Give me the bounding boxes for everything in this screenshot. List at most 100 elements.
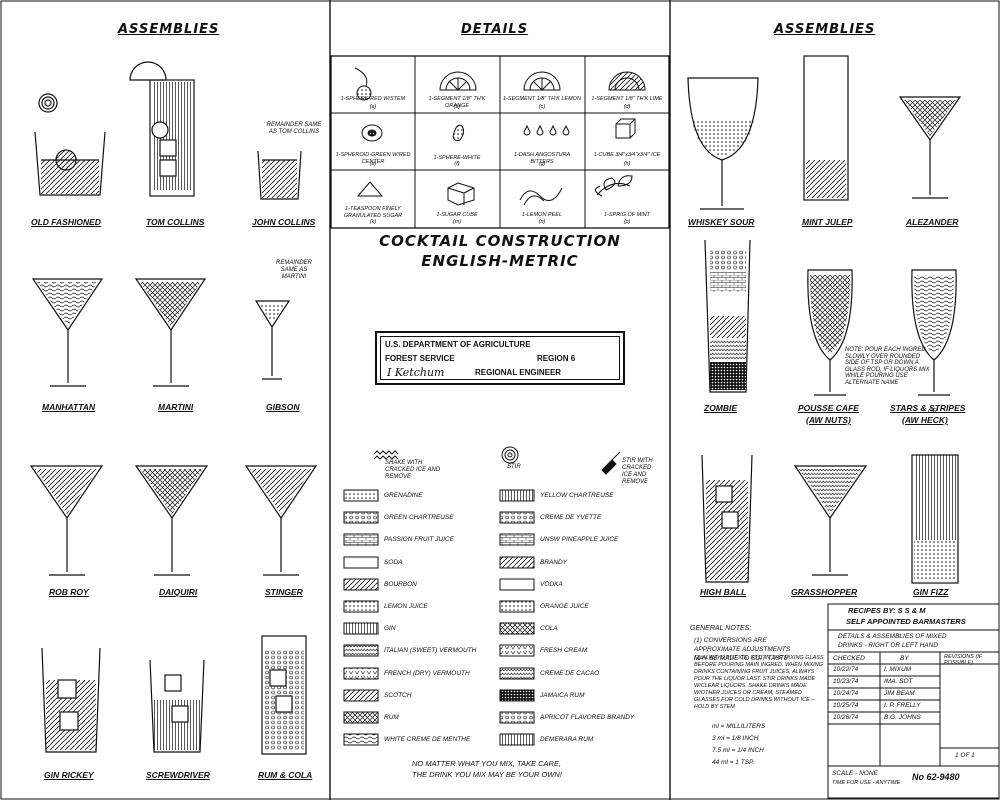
revisions-header: REVISIONS (IF POSSIBLE): [944, 654, 983, 666]
general-note-2: (2) ALWAYS PUT ICE, ETC. IN THE MIXING G…: [694, 655, 824, 710]
detail-label: 1-SEGMENT 1/8" TH'K ORANGE: [428, 96, 486, 109]
shake-symbol-label: SHAKE WITH CRACKED ICE AND REMOVE: [385, 460, 441, 480]
conversion-3: 7.5 ml = 1/4 INCH: [712, 747, 764, 754]
check-name: B.G. JOHNS: [884, 714, 921, 721]
recipes-by: RECIPES BY: S S & M: [848, 606, 926, 615]
drink-name: GRASSHOPPER: [791, 587, 858, 597]
legend-label: FRESH CREAM: [540, 647, 588, 654]
drink-name: WHISKEY SOUR: [688, 217, 755, 227]
drink-name: ROB ROY: [49, 587, 89, 597]
drink-name: RUM & COLA: [258, 770, 313, 780]
conversion-4: 44 ml = 1 TSP.: [712, 759, 755, 766]
legend-label: ITALIAN (SWEET) VERMOUTH: [384, 647, 477, 654]
pousse-cafe-note: NOTE: POUR EACH INGRED. SLOWLY OVER ROUN…: [845, 347, 930, 386]
drink-or: OR: [928, 409, 937, 415]
detail-code: (g): [538, 161, 546, 167]
detail-code: (f): [454, 161, 460, 167]
drink-name: MINT JULEP: [802, 217, 853, 227]
detail-code: (d): [623, 104, 631, 110]
agency-block: U.S. DEPARTMENT OF AGRICULTURE FOREST SE…: [375, 331, 625, 385]
conversion-1: ml = MILLILITERS: [712, 723, 766, 730]
legend-label: SODA: [384, 559, 403, 566]
left-assemblies-heading: ASSEMBLIES: [118, 22, 220, 37]
detail-code: (b): [453, 104, 461, 110]
gibson-remark: REMAINDER SAME AS MARTINI: [275, 260, 312, 280]
legend-label: ORANGE JUICE: [540, 603, 589, 610]
check-name: IMA. SOT: [884, 678, 913, 685]
agency-line3: REGIONAL ENGINEER: [475, 368, 562, 377]
detail-code: (p): [623, 219, 631, 225]
detail-code: (a): [369, 104, 377, 110]
detail-label: 1-SPHERE-RED W/STEM: [340, 96, 406, 102]
detail-code: (k): [369, 219, 377, 225]
title-desc-2: DRINKS - RIGHT OR LEFT HAND: [838, 642, 939, 649]
drink-name: DAIQUIRI: [159, 587, 198, 597]
right-assemblies-heading: ASSEMBLIES: [774, 22, 876, 37]
drink-name: OLD FASHIONED: [31, 217, 101, 227]
details-heading: DETAILS: [461, 22, 529, 37]
drink-name: GIN RICKEY: [44, 770, 94, 780]
check-date: 10/23/74: [833, 678, 859, 685]
legend-label: BOURBON: [384, 581, 417, 588]
agency-line2a: FOREST SERVICE: [385, 354, 455, 363]
sheet-count: 1 OF 1: [955, 752, 975, 759]
checked-header: CHECKED: [833, 655, 865, 662]
drink-subname: (AW NUTS): [806, 415, 851, 425]
legend-label: GREEN CHARTREUSE: [384, 514, 454, 521]
drink-name: ZOMBIE: [704, 403, 738, 413]
detail-label: 1-LEMON PEEL: [521, 212, 563, 218]
drink-name: MARTINI: [158, 402, 194, 412]
scale-note: SCALE - NONE: [832, 770, 878, 777]
legend-label: GIN: [384, 625, 396, 632]
drink-name: SCREWDRIVER: [146, 770, 210, 780]
legend-label: APRICOT FLAVORED BRANDY: [540, 714, 635, 721]
detail-label: 1-SPHERE-WHITE: [433, 155, 481, 161]
detail-label: 1-SPHEROID-GREEN W/RED CENTER: [335, 152, 411, 165]
check-date: 10/25/74: [833, 702, 859, 709]
glass-drawings: [29, 55, 962, 755]
legend-label: SCOTCH: [384, 692, 412, 699]
check-date: 10/26/74: [833, 714, 859, 721]
drink-name: MANHATTAN: [42, 402, 96, 412]
agency-signature: I Ketchum: [387, 366, 445, 379]
drink-name: POUSSE CAFE: [798, 403, 859, 413]
title-desc-1: DETAILS & ASSEMBLIES OF MIXED: [838, 633, 947, 640]
time-note: TIME FOR USE - ANYTIME: [832, 780, 901, 786]
check-name: I. MIXUM: [884, 666, 912, 673]
agency-line2b: REGION 6: [537, 354, 576, 363]
detail-code: (c): [538, 104, 546, 110]
legend-label: VODKA: [540, 581, 563, 588]
legend-label: PASSION FRUIT JUICE: [384, 536, 454, 543]
drink-subname: (AW HECK): [902, 415, 948, 425]
detail-label: 1-SPRIG OF MINT: [603, 212, 651, 218]
check-name: I. P. FRELLY: [884, 702, 921, 709]
drink-name: GIN FIZZ: [913, 587, 949, 597]
legend-label: CREME DE YVETTE: [540, 514, 602, 521]
general-note-1: (1) CONVERSIONS ARE APPROXIMATE ADJUSTME…: [694, 637, 791, 662]
legend-label: COLA: [540, 625, 558, 632]
detail-label: 1-TEASPOON FINELY GRANULATED SUGAR: [343, 206, 403, 219]
legend-label: UNSW PINEAPPLE JUICE: [540, 536, 619, 543]
agency-line1: U.S. DEPARTMENT OF AGRICULTURE: [385, 340, 531, 349]
detail-code: (h): [623, 161, 631, 167]
drink-name: JOHN COLLINS: [252, 217, 316, 227]
detail-code: (e): [369, 161, 377, 167]
drink-name: HIGH BALL: [700, 587, 747, 597]
legend-label: WHITE CREME DE MENTHE: [384, 736, 471, 743]
drink-name: ALEZANDER: [906, 217, 959, 227]
check-name: JIM BEAM: [884, 690, 915, 697]
legend-label: JAMAICA RUM: [540, 692, 585, 699]
detail-code: (n): [538, 219, 546, 225]
agency-inner-frame: [380, 336, 620, 380]
legend-label: FRENCH (DRY) VERMOUTH: [384, 670, 470, 677]
main-title-line1: COCKTAIL CONSTRUCTION: [379, 232, 621, 250]
main-title-line2: ENGLISH-METRIC: [421, 252, 579, 270]
motto-line2: THE DRINK YOU MIX MAY BE YOUR OWN!: [412, 770, 562, 779]
detail-label: 1-SEGMENT 1/8" TH'K LIME: [591, 96, 663, 102]
legend-label: DEMERARA RUM: [540, 736, 594, 743]
stir-remove-symbol-label: STIR WITH CRACKED ICE AND REMOVE: [622, 458, 653, 485]
detail-label: 1-CUBE 3/4"x3/4"x3/4" ICE: [593, 152, 661, 158]
legend-label: GRENADINE: [384, 492, 423, 499]
self-appointed: SELF APPOINTED BARMASTERS: [846, 617, 966, 626]
